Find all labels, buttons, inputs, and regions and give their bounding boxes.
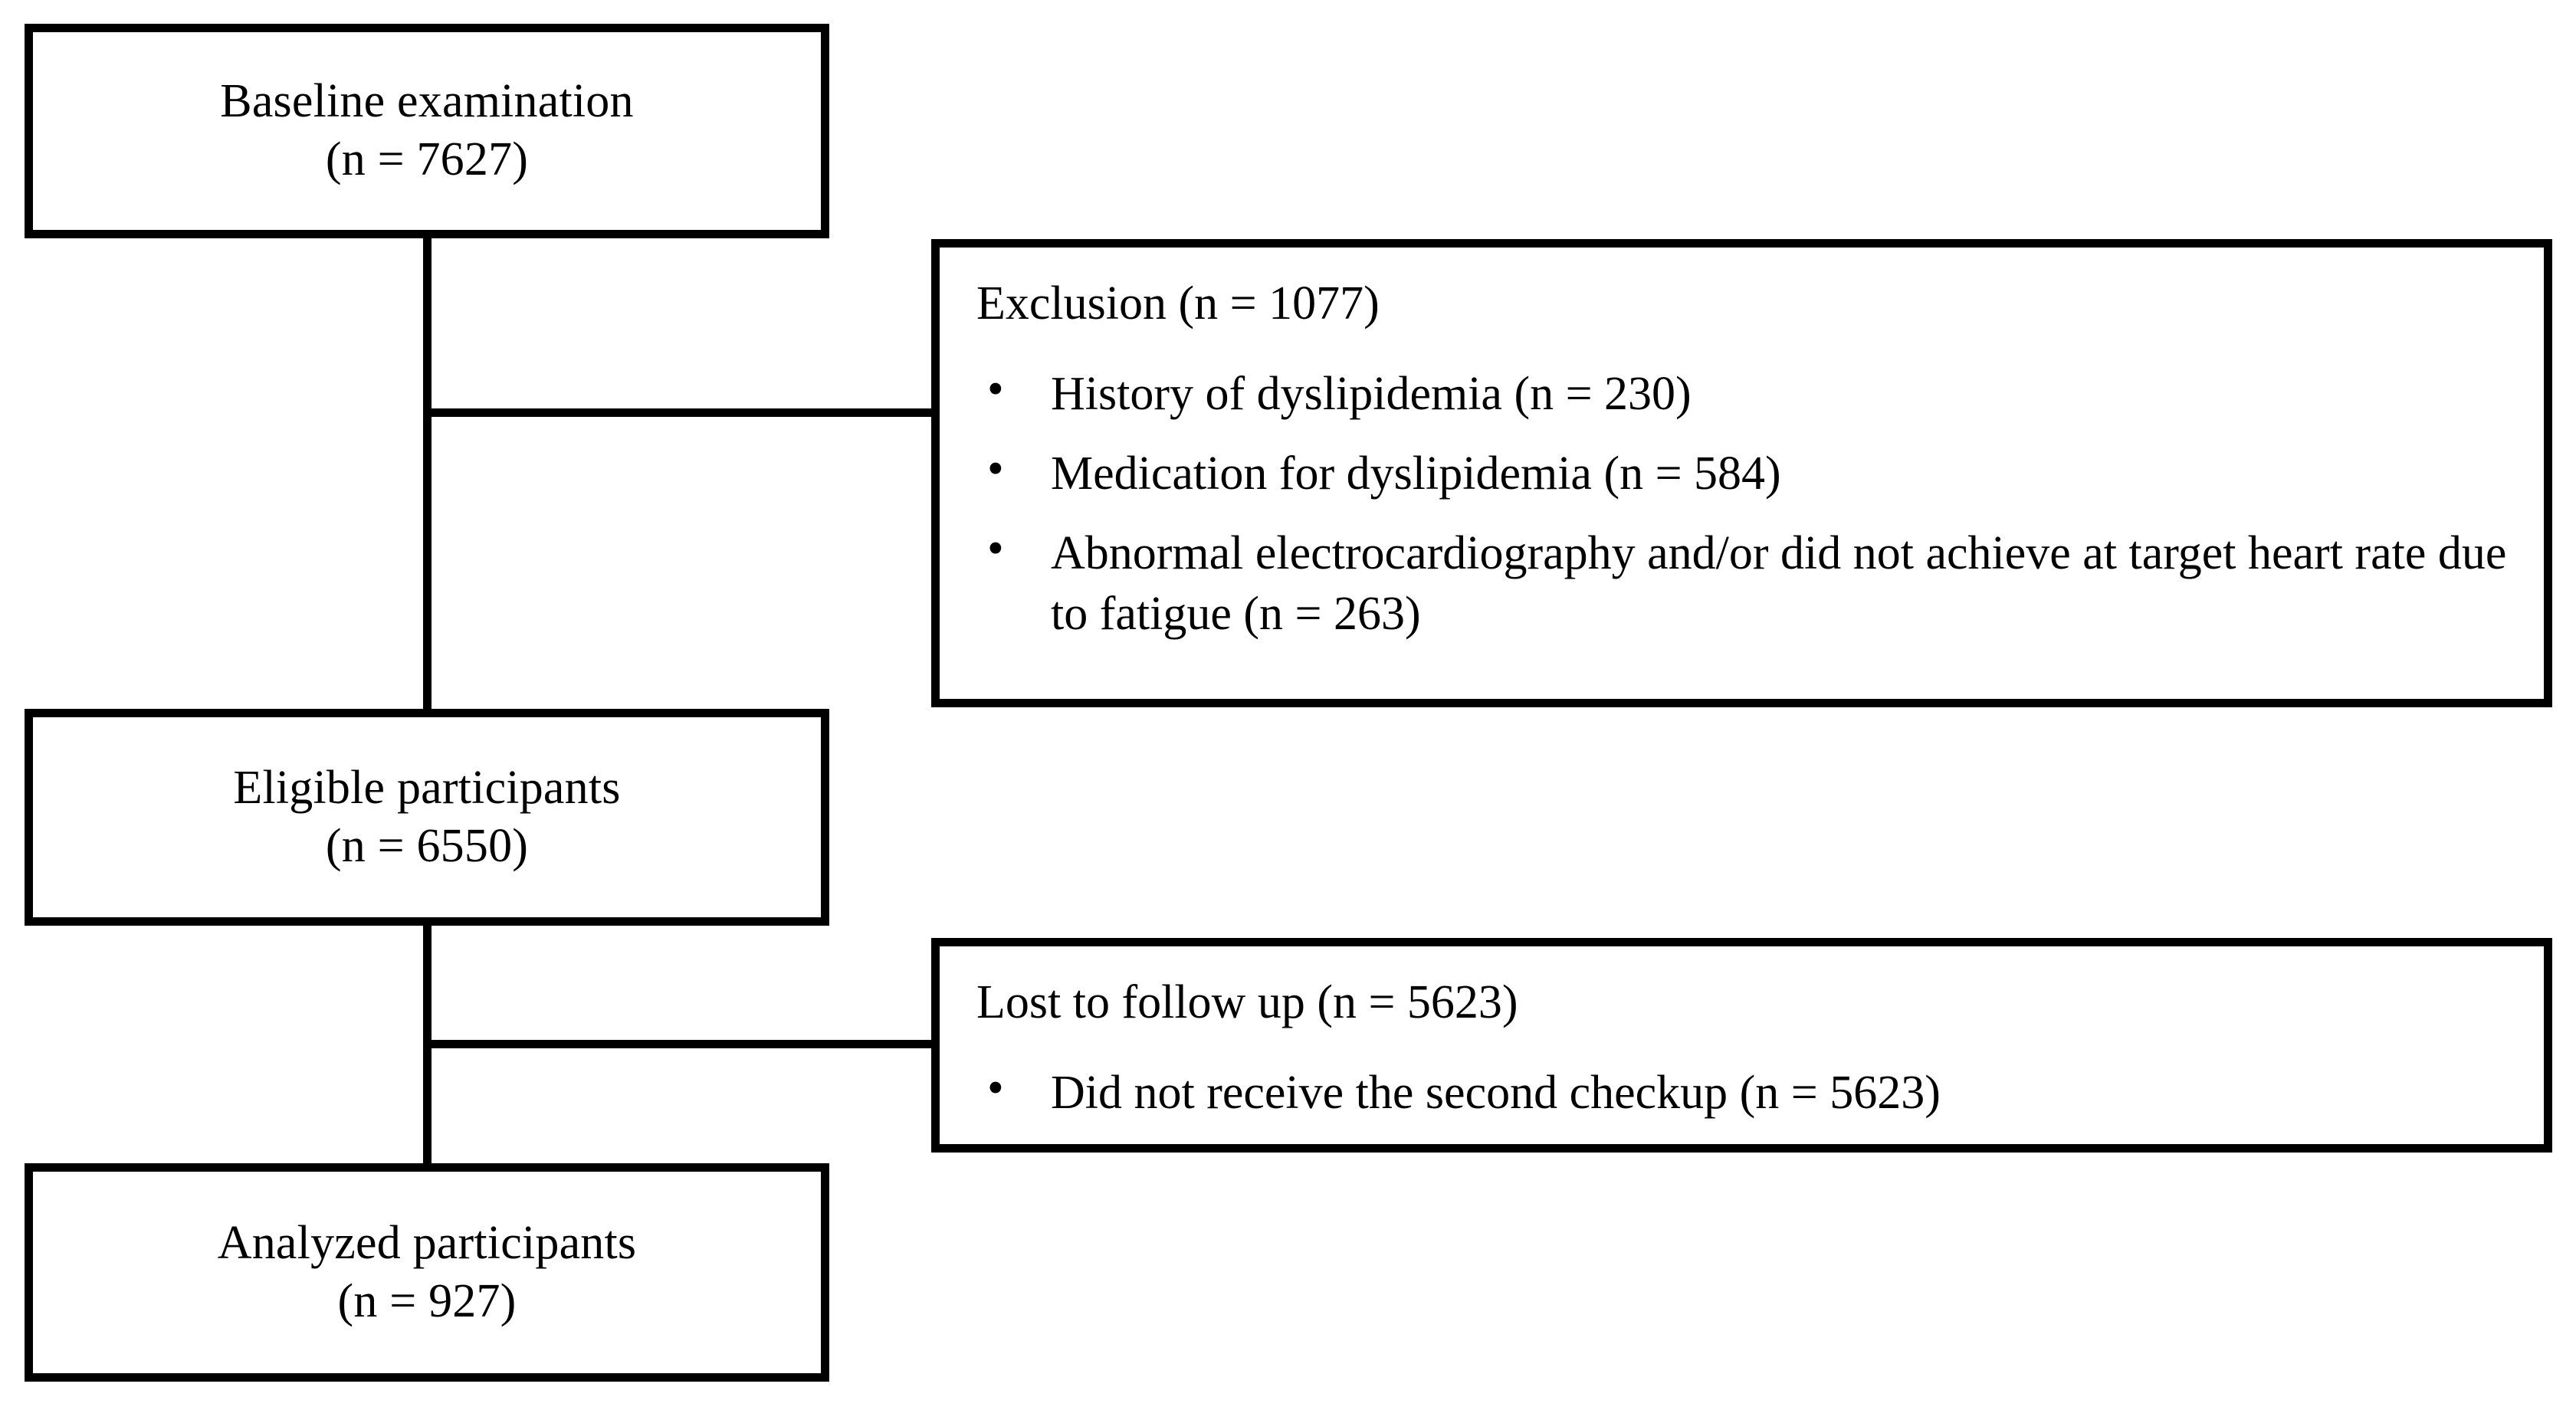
lost-heading: Lost to follow up (n = 5623): [976, 976, 1518, 1028]
exclusion-item-1: History of dyslipidemia (n = 230): [1051, 368, 1692, 420]
exclusion-bullet-glyph-2: •: [987, 443, 1004, 495]
side-box-lost-to-follow-up: Lost to follow up (n = 5623) • Did not r…: [931, 938, 2552, 1153]
node-analyzed-participants: Analyzed participants (n = 927): [25, 1163, 829, 1382]
node-eligible-participants: Eligible participants (n = 6550): [25, 709, 829, 926]
node-analyzed-title: Analyzed participants: [217, 1216, 637, 1269]
node-baseline-count: (n = 7627): [325, 133, 529, 185]
exclusion-item-2: Medication for dyslipidemia (n = 584): [1051, 448, 1781, 500]
side-box-exclusion: Exclusion (n = 1077) • History of dyslip…: [931, 239, 2552, 707]
node-baseline-title: Baseline examination: [220, 75, 634, 128]
connector-baseline-to-exclusion: [423, 408, 935, 417]
lost-item-1: Did not receive the second checkup (n = …: [1051, 1067, 1941, 1119]
exclusion-bullet-glyph-3: •: [987, 523, 1004, 575]
node-eligible-count: (n = 6550): [325, 819, 529, 872]
exclusion-heading: Exclusion (n = 1077): [976, 277, 1380, 330]
exclusion-bullet-glyph-1: •: [987, 363, 1004, 415]
node-analyzed-count: (n = 927): [337, 1274, 517, 1327]
connector-eligible-to-lost: [423, 1040, 935, 1048]
node-eligible-title: Eligible participants: [233, 761, 621, 814]
connector-baseline-to-eligible: [423, 238, 432, 710]
node-baseline-examination: Baseline examination (n = 7627): [25, 24, 829, 238]
exclusion-item-3: Abnormal electrocardiography and/or did …: [1051, 527, 2507, 641]
lost-bullet-glyph-1: •: [987, 1062, 1004, 1114]
